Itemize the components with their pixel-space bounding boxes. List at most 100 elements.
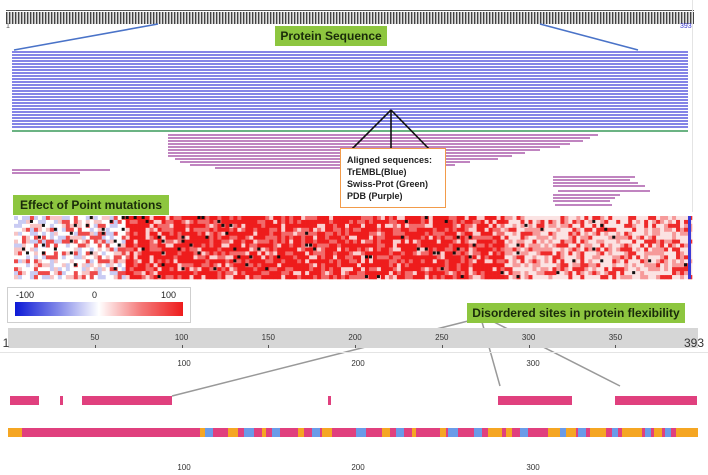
heatmap-cell bbox=[177, 235, 182, 240]
heatmap-cell bbox=[480, 255, 485, 260]
heatmap-cell bbox=[536, 255, 541, 260]
heatmap-cell bbox=[608, 235, 613, 240]
heatmap-cell bbox=[89, 223, 95, 229]
heatmap-cell bbox=[568, 267, 573, 272]
heatmap-cell bbox=[560, 243, 565, 248]
heatmap-cell bbox=[85, 216, 91, 221]
heatmap-cell bbox=[524, 247, 529, 252]
heatmap-cell bbox=[520, 219, 525, 225]
heatmap-cell bbox=[672, 227, 677, 233]
heatmap-cell bbox=[476, 275, 481, 280]
heatmap-cell bbox=[644, 259, 649, 264]
heatmap-cell bbox=[564, 271, 569, 276]
heatmap-cell bbox=[500, 259, 505, 264]
heatmap-dot bbox=[213, 267, 217, 271]
heatmap-cell bbox=[77, 243, 83, 248]
heatmap-cell bbox=[440, 259, 446, 264]
heatmap-cell bbox=[185, 243, 190, 248]
heatmap-cell bbox=[480, 275, 485, 280]
heatmap-cell bbox=[520, 235, 525, 240]
heatmap-cell bbox=[464, 263, 469, 268]
heatmap-cell bbox=[353, 219, 358, 225]
heatmap-cell bbox=[225, 235, 230, 240]
heatmap-cell bbox=[540, 255, 545, 260]
heatmap-cell bbox=[500, 231, 505, 236]
heatmap-cell bbox=[564, 235, 569, 240]
heatmap-cell bbox=[500, 219, 505, 225]
heatmap-cell bbox=[640, 247, 645, 252]
flex-segment-orange bbox=[440, 428, 446, 437]
heatmap-cell bbox=[129, 219, 134, 225]
heatmap-cell bbox=[504, 243, 509, 248]
heatmap-cell bbox=[201, 251, 206, 256]
heatmap-cell bbox=[53, 223, 59, 229]
heatmap-cell bbox=[277, 231, 282, 236]
heatmap-cell bbox=[488, 243, 493, 248]
heatmap-cell bbox=[512, 243, 517, 248]
heatmap-cell bbox=[77, 255, 83, 260]
heatmap-cell bbox=[205, 251, 210, 256]
heatmap-dot bbox=[472, 243, 476, 247]
heatmap-cell bbox=[57, 263, 63, 268]
heatmap-cell bbox=[17, 267, 23, 272]
heatmap-cell bbox=[452, 239, 457, 244]
heatmap-cell bbox=[105, 227, 111, 233]
heatmap-cell bbox=[620, 255, 625, 260]
sequence-end-label: 393 bbox=[680, 23, 692, 30]
heatmap-cell bbox=[564, 243, 569, 248]
heatmap-cell bbox=[161, 227, 166, 233]
heatmap-cell bbox=[428, 216, 434, 221]
flex-segment-blue bbox=[612, 428, 618, 437]
heatmap-cell bbox=[265, 255, 270, 260]
heatmap-cell bbox=[325, 216, 330, 221]
heatmap-cell bbox=[668, 251, 673, 256]
heatmap-cell bbox=[540, 223, 545, 229]
heatmap-cell bbox=[14, 223, 19, 229]
heatmap-cell bbox=[468, 247, 473, 252]
heatmap-cell bbox=[133, 275, 138, 280]
heatmap-cell bbox=[612, 247, 617, 252]
heatmap-dot bbox=[556, 271, 560, 275]
heatmap-cell bbox=[57, 267, 63, 272]
heatmap-cell bbox=[329, 243, 334, 248]
heatmap-cell bbox=[604, 271, 609, 276]
heatmap-cell bbox=[157, 243, 162, 248]
flex-segment-blue bbox=[272, 428, 280, 437]
legend-title: Aligned sequences: bbox=[347, 155, 433, 165]
heatmap-cell bbox=[668, 243, 673, 248]
heatmap-cell bbox=[632, 259, 637, 264]
heatmap-cell bbox=[293, 255, 298, 260]
heatmap-cell bbox=[596, 239, 601, 244]
heatmap-cell bbox=[101, 251, 107, 256]
heatmap-cell bbox=[117, 239, 122, 244]
heatmap-cell bbox=[652, 219, 657, 225]
heatmap-cell bbox=[289, 231, 294, 236]
heatmap-cell bbox=[576, 239, 581, 244]
heatmap-cell bbox=[349, 227, 354, 233]
heatmap-cell bbox=[41, 271, 47, 276]
heatmap-cell bbox=[552, 235, 557, 240]
heatmap-cell bbox=[329, 263, 334, 268]
heatmap-cell bbox=[504, 247, 509, 252]
heatmap-cell bbox=[133, 243, 138, 248]
heatmap-cell bbox=[273, 235, 278, 240]
heatmap-cell bbox=[624, 235, 629, 240]
heatmap-cell bbox=[568, 231, 573, 236]
heatmap-cell bbox=[197, 259, 202, 264]
heatmap-cell bbox=[460, 267, 465, 272]
heatmap-cell bbox=[404, 259, 410, 264]
heatmap-cell bbox=[520, 271, 525, 276]
heatmap-cell bbox=[53, 235, 59, 240]
heatmap-cell bbox=[632, 247, 637, 252]
heatmap-cell bbox=[69, 259, 75, 264]
heatmap-cell bbox=[237, 243, 242, 248]
heatmap-cell bbox=[269, 255, 274, 260]
heatmap-cell bbox=[556, 267, 561, 272]
heatmap-cell bbox=[400, 275, 406, 280]
heatmap-cell bbox=[297, 223, 302, 229]
heatmap-cell bbox=[448, 227, 454, 233]
heatmap-cell bbox=[616, 259, 621, 264]
heatmap-cell bbox=[384, 219, 390, 225]
heatmap-cell bbox=[97, 219, 103, 225]
sequence-top-border bbox=[6, 10, 694, 11]
